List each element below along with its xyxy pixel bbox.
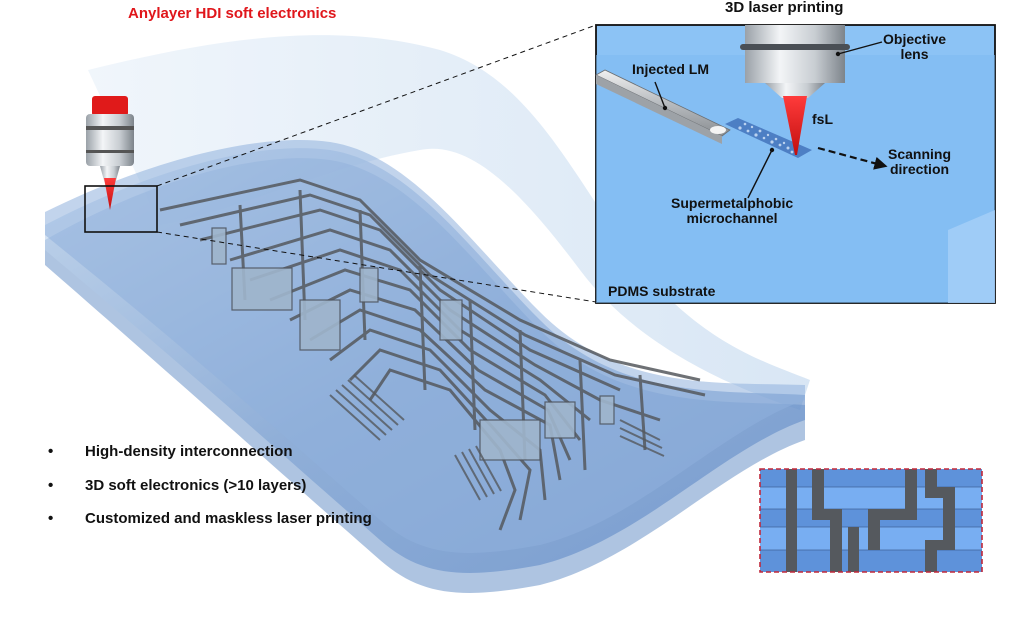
film-layer-top <box>45 139 805 553</box>
bullet-glyph: • <box>48 510 54 527</box>
microchannel-strip <box>725 118 812 158</box>
injected-lm-label: Injected LM <box>632 61 710 77</box>
zoom-line-bottom <box>156 231 597 303</box>
bullet-item: • Customized and maskless laser printing <box>48 510 372 527</box>
inset-laser-beam <box>783 96 807 155</box>
inset-title: 3D laser printing <box>725 0 844 16</box>
pad-arrays <box>329 374 665 501</box>
bullet-item: • 3D soft electronics (>10 layers) <box>48 477 306 494</box>
scanning-arrow <box>817 146 888 170</box>
inset-panel <box>595 24 996 304</box>
objective-lens-label: Objective lens <box>883 31 947 63</box>
inset-objective-lens <box>740 25 850 98</box>
scanning-direction-label: Scanning direction <box>888 146 952 178</box>
zoom-box <box>84 185 158 233</box>
main-title: Anylayer HDI soft electronics <box>128 5 337 22</box>
laser-cap <box>92 96 128 116</box>
layer-cross-section <box>759 468 983 573</box>
bullet-text: High-density interconnection <box>85 443 293 460</box>
pdms-substrate-label: PDMS substrate <box>608 283 716 299</box>
fsl-label: fsL <box>812 111 833 127</box>
bullet-text: 3D soft electronics (>10 layers) <box>85 477 307 494</box>
microchannel-texture <box>738 122 794 154</box>
microchannel-label: Supermetalphobic microchannel <box>671 195 794 227</box>
bullet-glyph: • <box>48 443 54 460</box>
bullet-item: • High-density interconnection <box>48 443 293 460</box>
laser-head <box>86 96 134 210</box>
flexible-substrate-stack <box>45 35 810 593</box>
bullet-text: Customized and maskless laser printing <box>85 510 372 527</box>
top-film-layer <box>88 35 810 411</box>
lens-body <box>86 114 134 166</box>
bullet-glyph: • <box>48 477 54 494</box>
zoom-line-top <box>156 24 597 187</box>
via-blocks <box>211 227 615 461</box>
